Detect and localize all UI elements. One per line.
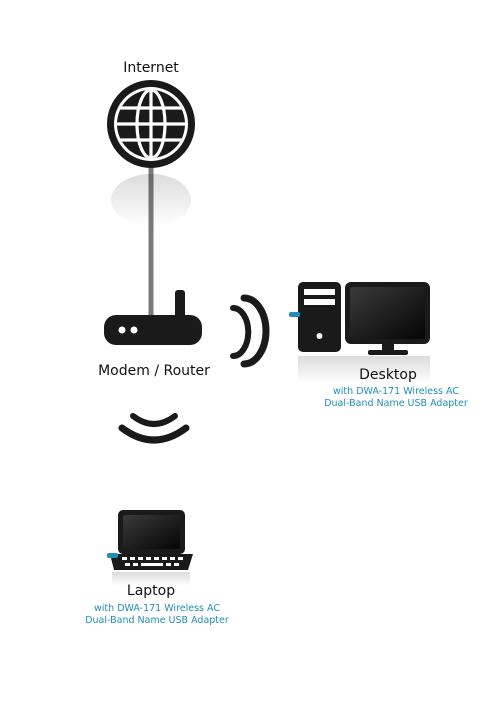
laptop-reflection [112,572,190,586]
monitor-icon [345,282,430,355]
globe-icon [107,80,195,168]
wifi-signal-icon [118,413,190,444]
desktop-adapter-line2: Dual-Band Name USB Adapter [324,398,468,409]
laptop-adapter-line2: Dual-Band Name USB Adapter [85,615,229,626]
laptop-icon [110,510,193,570]
laptop-label: Laptop [127,583,175,599]
router-label: Modem / Router [98,363,210,379]
globe-reflection [111,174,191,226]
desktop-label: Desktop [359,367,417,383]
desktop-tower-icon [298,282,341,352]
wifi-signal-icon [230,294,270,368]
usb-adapter-icon [289,312,300,317]
usb-adapter-icon [107,553,118,558]
desktop-adapter-line1: with DWA-171 Wireless AC [333,386,459,397]
desktop-reflection [298,356,430,384]
router-icon [104,290,202,345]
internet-label: Internet [123,60,179,76]
laptop-adapter-line1: with DWA-171 Wireless AC [94,603,220,614]
